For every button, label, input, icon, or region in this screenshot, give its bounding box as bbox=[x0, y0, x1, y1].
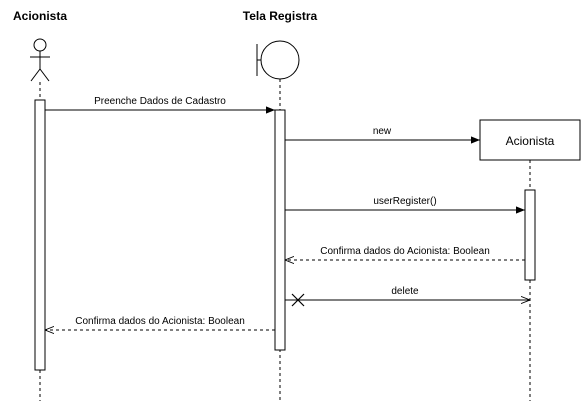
entity-activation bbox=[524, 189, 536, 281]
boundary-icon bbox=[256, 40, 300, 80]
actor-label: Acionista bbox=[13, 9, 67, 23]
entity-label: Acionista bbox=[506, 134, 555, 148]
message-label: delete bbox=[391, 286, 419, 297]
message-return-actor: Confirma dados do Acionista: Boolean bbox=[45, 316, 275, 330]
entity-box bbox=[479, 119, 581, 161]
boundary-label: Tela Registra bbox=[243, 9, 318, 23]
participant-entity: Acionista bbox=[479, 119, 581, 401]
destroy-cross-icon bbox=[291, 293, 305, 307]
actor-activation bbox=[34, 99, 46, 371]
message-return-boundary: Confirma dados do Acionista: Boolean bbox=[285, 246, 525, 260]
message-delete: delete bbox=[285, 286, 530, 307]
message-label: Confirma dados do Acionista: Boolean bbox=[320, 246, 490, 257]
message-new: new bbox=[285, 126, 480, 144]
message-label: Confirma dados do Acionista: Boolean bbox=[75, 316, 245, 327]
actor-icon bbox=[30, 38, 50, 82]
message-label: userRegister() bbox=[373, 196, 436, 207]
message-label: new bbox=[373, 126, 392, 137]
message-user-register: userRegister() bbox=[285, 196, 525, 214]
message-label: Preenche Dados de Cadastro bbox=[94, 96, 226, 107]
message-preenche-dados: Preenche Dados de Cadastro bbox=[45, 96, 275, 114]
participant-boundary: Tela Registra bbox=[243, 9, 318, 401]
boundary-activation bbox=[274, 109, 286, 351]
participant-actor: Acionista bbox=[13, 9, 67, 401]
